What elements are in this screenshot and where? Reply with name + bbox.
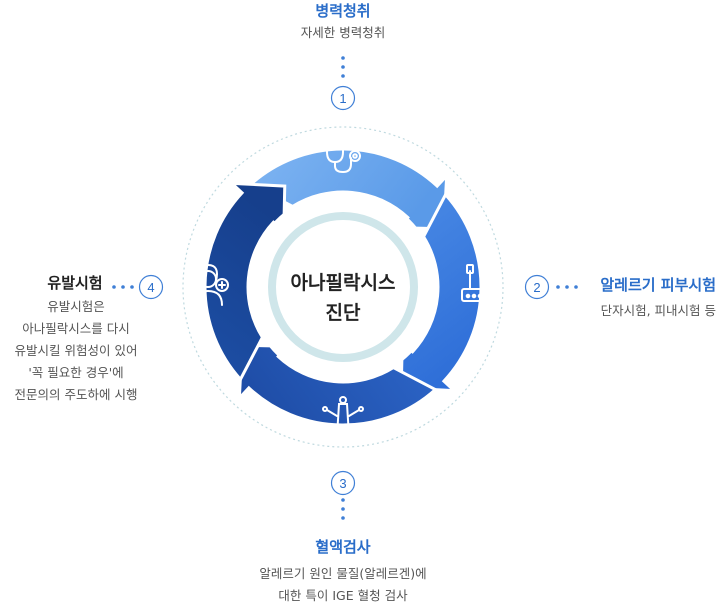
- step-desc-4-line-5: 전문의의 주도하에 시행: [14, 387, 138, 402]
- step-desc-2-line-1: 단자시험, 피내시험 등: [600, 303, 716, 318]
- outer-dotted-ring: [182, 126, 504, 448]
- step-marker-2: 2: [524, 274, 550, 300]
- step-marker-4: 4: [138, 274, 164, 300]
- connector-dots-4: [112, 285, 134, 289]
- center-ring: [268, 212, 418, 362]
- blood-test-icon: [322, 396, 364, 441]
- step-marker-3: 3: [330, 470, 356, 496]
- step-desc-4: 유발시험은 아나필락시스를 다시 유발시킬 위험성이 있어 '꼭 필요한 경우'…: [0, 296, 152, 406]
- skin-test-icon: [461, 264, 497, 302]
- doctor-icon: [191, 263, 229, 306]
- step-title-3: 혈액검사: [315, 538, 371, 556]
- step-title-4: 유발시험: [47, 274, 103, 292]
- step-title-2: 알레르기 피부시험: [600, 276, 716, 294]
- step-desc-2: 단자시험, 피내시험 등: [556, 300, 716, 322]
- connector-dots-2: [556, 285, 578, 289]
- center-title-line1: 아나필락시스: [290, 272, 396, 294]
- center-title: 아나필락시스 진단: [243, 268, 443, 328]
- step-desc-4-line-1: 유발시험은: [47, 299, 105, 314]
- step-desc-3-line-2: 대한 특이 IGE 혈청 검사: [278, 588, 408, 603]
- step-desc-3: 알레르기 원인 물질(알레르겐)에 대한 특이 IGE 혈청 검사: [193, 563, 493, 607]
- step-desc-4-line-3: 유발시킬 위험성이 있어: [14, 343, 138, 358]
- step-desc-1: 자세한 병력청취: [193, 22, 493, 44]
- step-number-4: 4: [147, 280, 154, 295]
- stethoscope-icon: [326, 139, 361, 174]
- step-number-2: 2: [533, 280, 540, 295]
- step-desc-4-line-4: '꼭 필요한 경우'에: [28, 365, 124, 380]
- step-desc-3-line-1: 알레르기 원인 물질(알레르겐)에: [259, 566, 427, 581]
- connector-dots-1: [341, 56, 345, 78]
- step-title-1: 병력청취: [315, 2, 371, 20]
- step-marker-1: 1: [330, 85, 356, 111]
- step-number-3: 3: [339, 476, 346, 491]
- step-desc-4-line-2: 아나필락시스를 다시: [22, 321, 130, 336]
- step-desc-1-line-1: 자세한 병력청취: [300, 25, 386, 40]
- center-title-line2: 진단: [325, 302, 361, 324]
- connector-dots-3: [341, 498, 345, 520]
- step-number-1: 1: [339, 91, 346, 106]
